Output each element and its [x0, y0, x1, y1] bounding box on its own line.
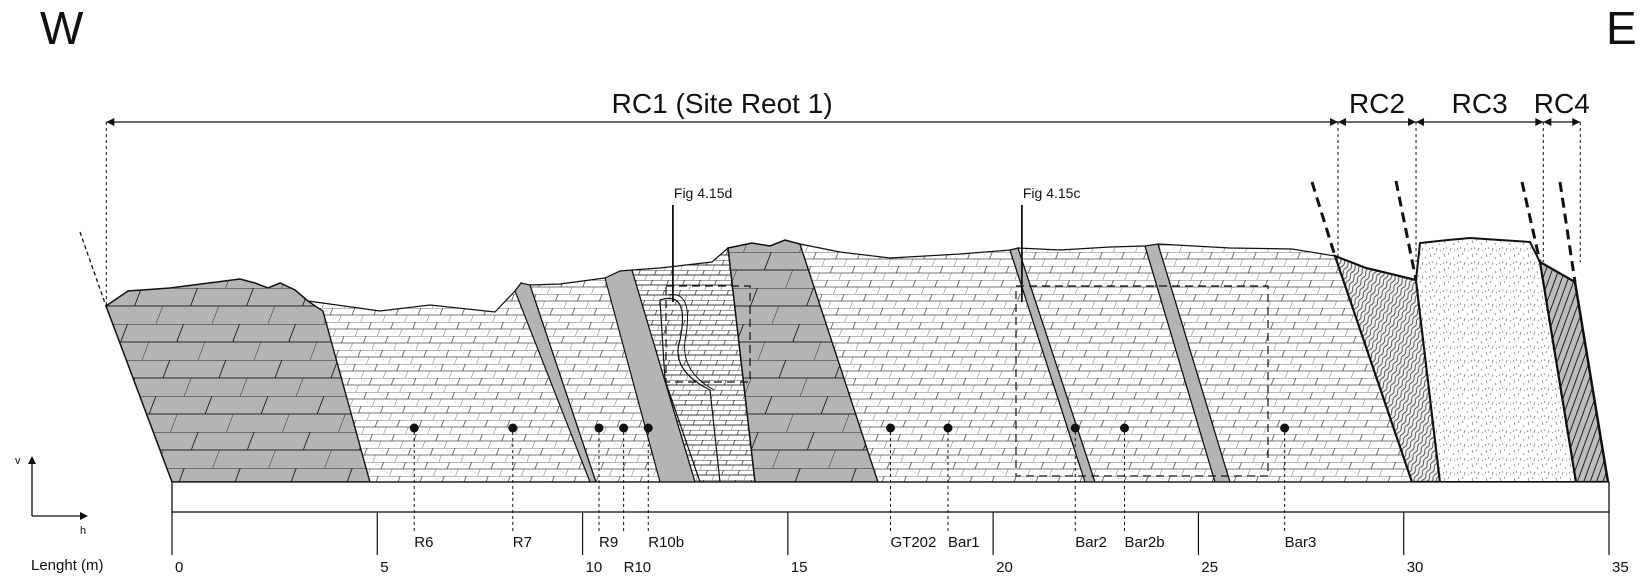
- unit-label: RC3: [1452, 88, 1508, 119]
- unit-range: RC2: [1338, 88, 1417, 126]
- sample-point: [619, 423, 629, 433]
- figure-ref-label: Fig 4.15c: [1023, 185, 1081, 201]
- sample-label: R6: [414, 534, 433, 551]
- figure-ref-label: Fig 4.15d: [674, 185, 732, 201]
- scale-tick-label: 20: [996, 559, 1013, 576]
- scale-tick-label: 35: [1612, 559, 1629, 576]
- sample-label: R9: [599, 534, 618, 551]
- sample-label: GT202: [891, 534, 937, 551]
- unit-arrow-left: [1416, 118, 1425, 126]
- unit-arrow-right: [1330, 118, 1339, 126]
- sample-point: [594, 423, 604, 433]
- sample-point: [886, 423, 895, 433]
- fault-rc3-rc4-a: [1520, 181, 1542, 263]
- unit-label: RC4: [1534, 88, 1590, 119]
- unit-label: RC1 (Site Reot 1): [612, 88, 833, 119]
- bed-folded-detail: [659, 297, 721, 483]
- sample-label: R10b: [648, 534, 684, 551]
- unit-range: RC3: [1416, 88, 1544, 126]
- unit-range: RC4: [1534, 88, 1590, 126]
- unit-range: RC1 (Site Reot 1): [106, 88, 1339, 126]
- sample-point: [1070, 423, 1080, 433]
- sample-label: Bar1: [948, 534, 980, 551]
- unit-arrow-left: [106, 118, 115, 126]
- unit-arrow-right: [1572, 118, 1581, 126]
- sample-point: [643, 423, 653, 433]
- unit-arrow-left: [1543, 118, 1552, 126]
- scale-tick-label: 25: [1201, 559, 1218, 576]
- sample-point: [1120, 423, 1130, 433]
- scale-tick-label: 10: [586, 559, 603, 576]
- sample-point: [1280, 423, 1290, 433]
- scale-tick-label: 5: [380, 559, 388, 576]
- sample-label: Bar2b: [1125, 534, 1165, 551]
- scale-tick-label: 30: [1407, 559, 1424, 576]
- sample-label: R7: [513, 534, 532, 551]
- bed-folded-detail-2: [667, 294, 715, 391]
- scale-tick-label: 15: [791, 559, 808, 576]
- figure-references: Fig 4.15d Fig 4.15c: [671, 185, 1081, 302]
- sample-label: Bar3: [1285, 534, 1317, 551]
- vertical-label: v: [15, 455, 21, 467]
- sample-label: Bar2: [1075, 534, 1107, 551]
- unit-label: RC2: [1349, 88, 1405, 119]
- horizontal-arrow-head: [80, 512, 88, 520]
- vertical-arrow-head: [28, 456, 36, 464]
- unit-arrow-left: [1338, 118, 1347, 126]
- fault-west: [79, 231, 107, 307]
- fault-rc1-rc2: [1310, 181, 1337, 257]
- scale-title: Lenght (m): [31, 557, 104, 574]
- east-label: E: [1606, 2, 1637, 54]
- horizontal-label: h: [80, 525, 86, 537]
- length-scale: 0 5 10 15 20 25 30 35: [171, 512, 1629, 576]
- sample-point: [943, 423, 953, 433]
- scale-tick-label: 0: [175, 559, 183, 576]
- west-label: W: [40, 2, 84, 54]
- fault-rc3-rc4-b: [1558, 181, 1577, 283]
- unit-arrow-right: [1408, 118, 1417, 126]
- unit-arrow-right: [1535, 118, 1544, 126]
- sample-point: [508, 423, 518, 433]
- orientation-indicator: v h: [15, 455, 88, 537]
- outcrop-section: [79, 180, 1610, 513]
- sample-point: [409, 423, 419, 433]
- unit-range-markers: RC1 (Site Reot 1) RC2 RC3 RC4: [105, 88, 1590, 306]
- sample-label: R10: [624, 559, 652, 576]
- fault-rc2-rc3: [1394, 180, 1418, 281]
- fig-4-15d-box: [665, 285, 751, 383]
